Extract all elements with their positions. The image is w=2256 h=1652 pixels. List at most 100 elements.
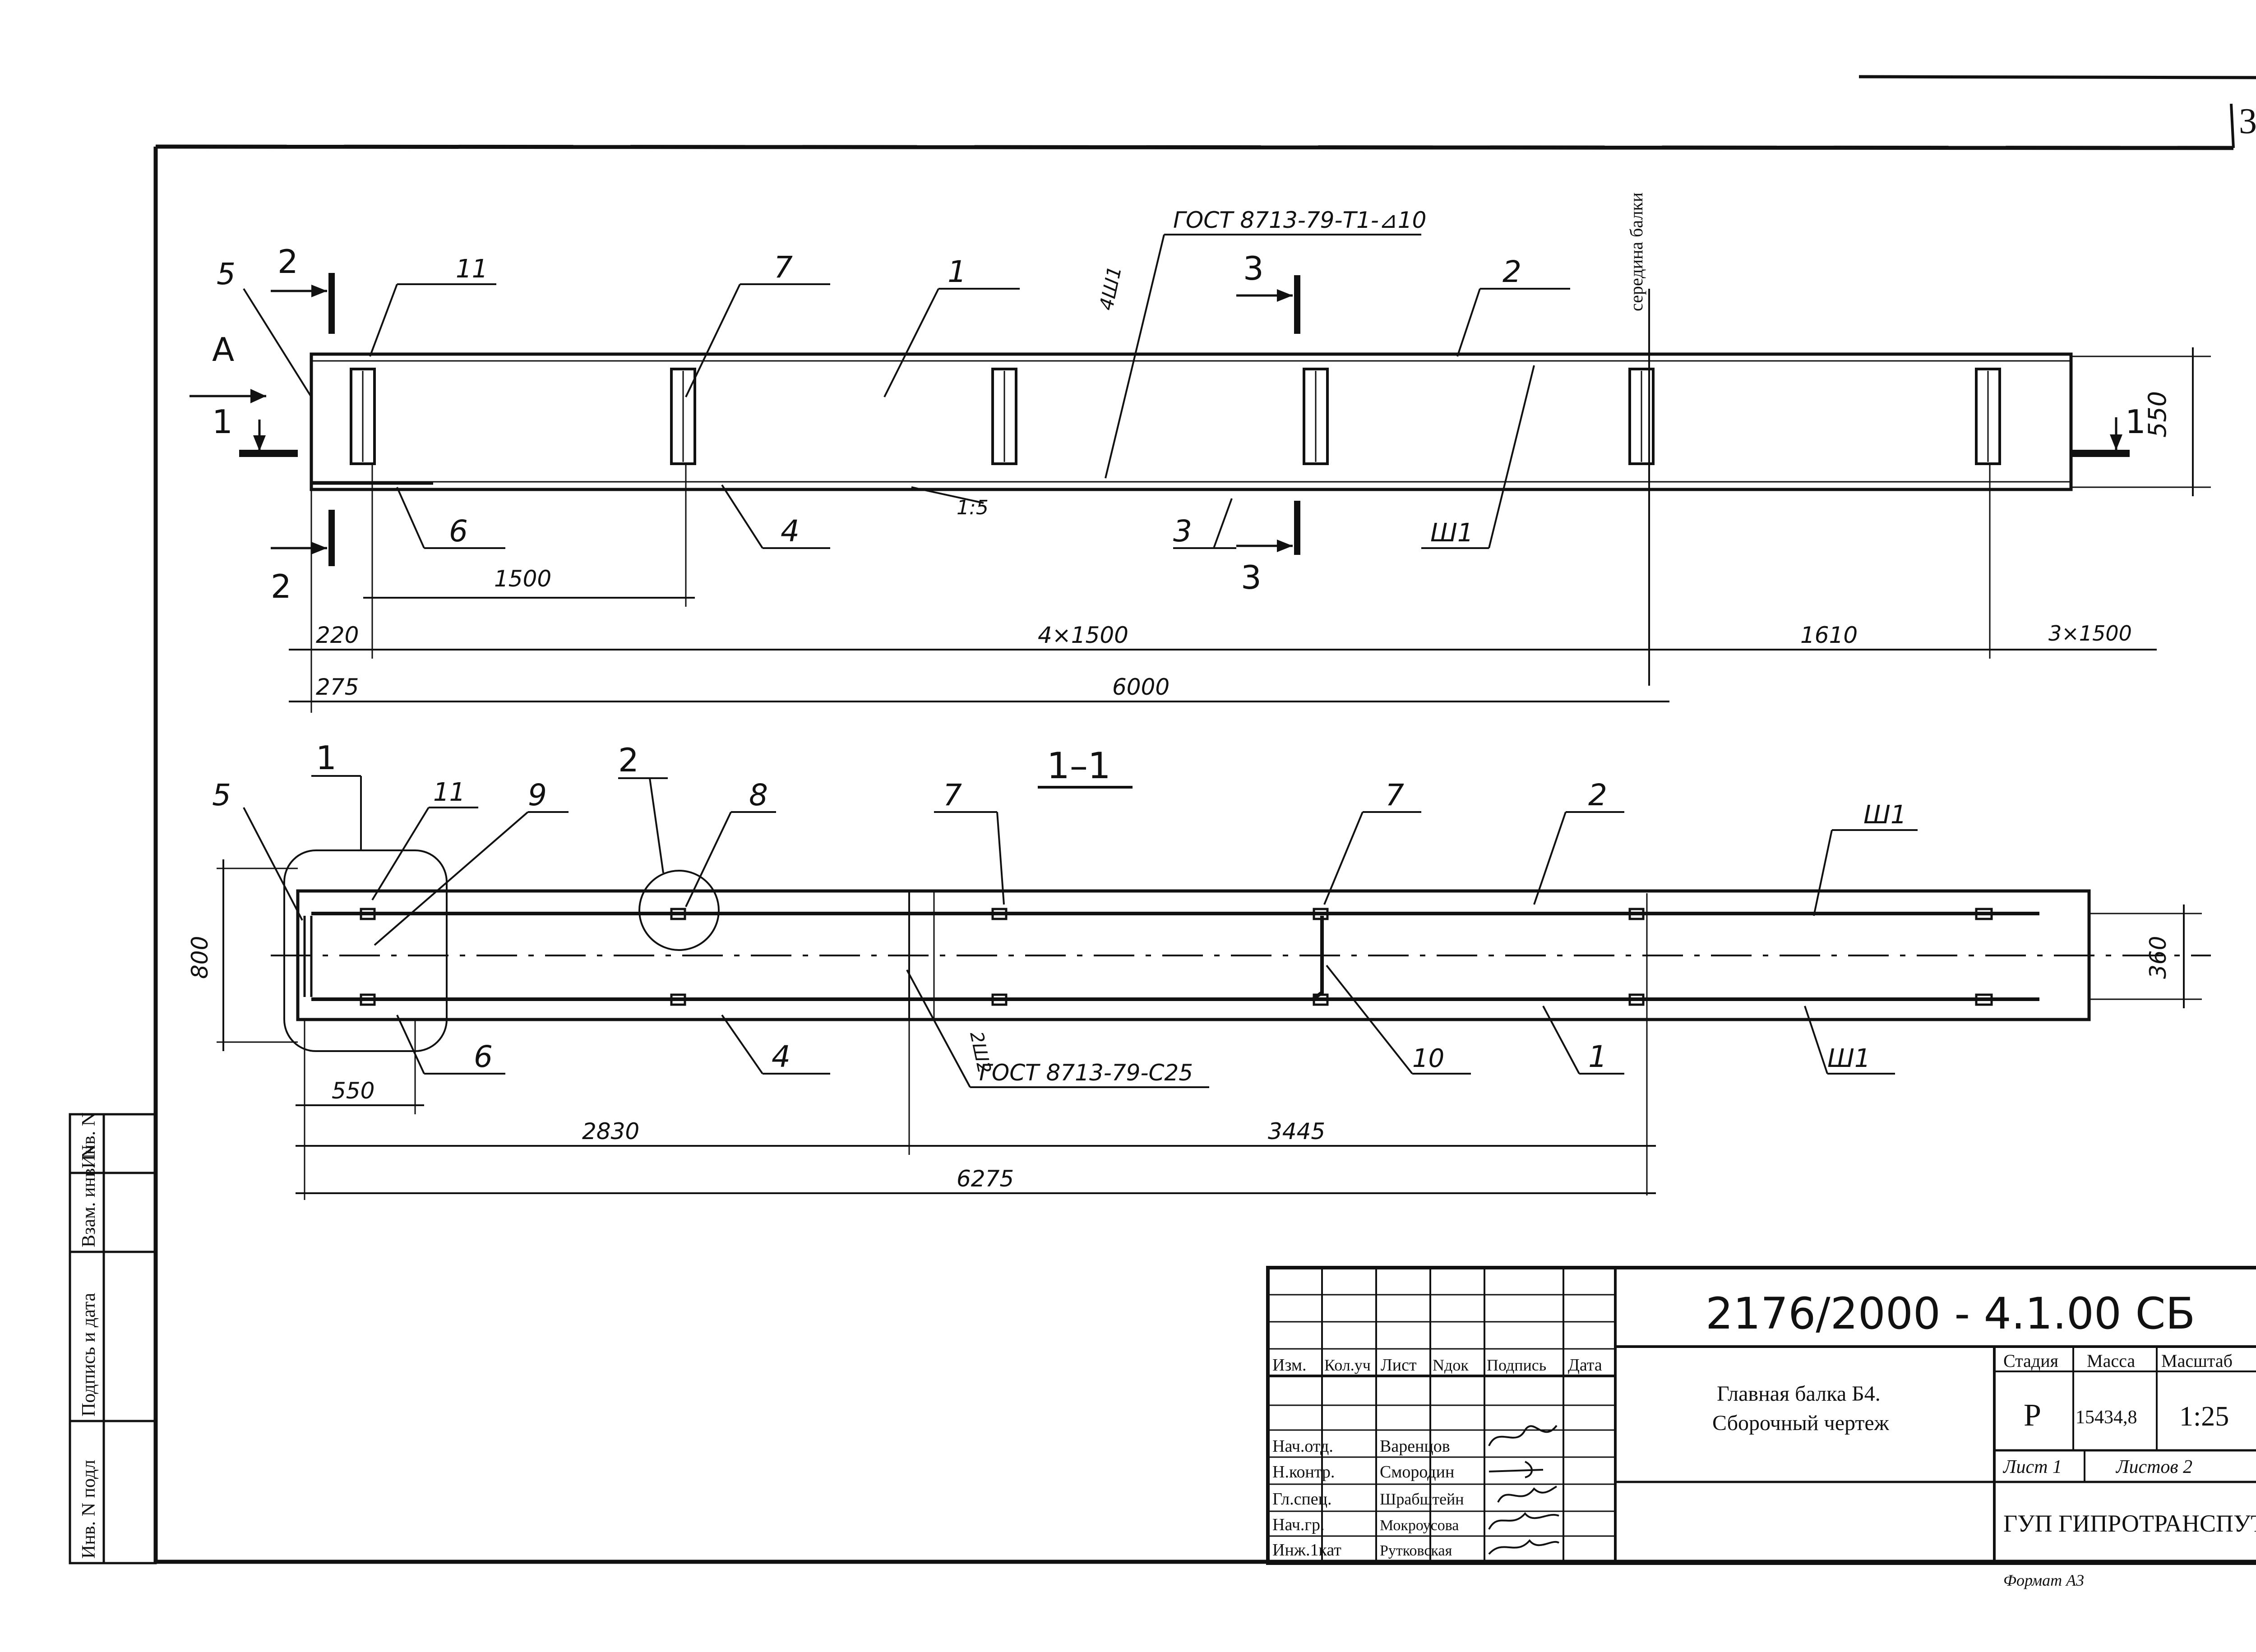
tb-role-4: Инж.1кат xyxy=(1272,1541,1341,1560)
top-leader-1: 1 xyxy=(948,254,966,289)
slope-label: 1:5 xyxy=(957,496,989,519)
top-leader-7: 7 xyxy=(774,250,793,285)
section-1-mark-right: 1 xyxy=(2125,403,2146,441)
top-leader-5: 5 xyxy=(217,257,236,291)
sec-leader-10: 10 xyxy=(1412,1044,1444,1073)
section-weld-mark: 2Ш2 xyxy=(966,1030,994,1075)
sec-leader-8: 8 xyxy=(749,778,768,812)
tb-header-podpis: Подпись xyxy=(1487,1356,1546,1374)
tb-scale-header: Масштаб xyxy=(2161,1351,2233,1371)
signatures xyxy=(1488,1425,1560,1555)
section-title: 1–1 xyxy=(1047,745,1111,787)
tb-title-line2: Сборочный чертеж xyxy=(1712,1411,1890,1435)
tb-mass-header: Масса xyxy=(2087,1351,2135,1371)
sec-leader-6: 6 xyxy=(474,1039,493,1074)
dim-1610: 1610 xyxy=(1800,622,1858,648)
tb-role-3: Нач.гр. xyxy=(1272,1515,1324,1534)
top-view-dimensions xyxy=(289,347,2211,713)
stiffener xyxy=(670,368,696,465)
title-block-grid xyxy=(1266,1266,2256,1565)
drawing-code: 2176/2000 - 4.1.00 СБ xyxy=(1706,1288,2195,1339)
sheet-corner-number: 3 xyxy=(2239,102,2256,141)
tb-mass-value: 15434,8 xyxy=(2076,1407,2137,1428)
stamp-inv-podl: Инв. N подл xyxy=(79,1460,99,1559)
tb-name-4: Рутковская xyxy=(1380,1542,1452,1559)
tb-header-kolych: Кол.уч xyxy=(1324,1356,1371,1374)
section-leaders xyxy=(243,775,1918,1075)
top-weld-note: ГОСТ 8713-79-Т1-⊿10 xyxy=(1173,207,1426,233)
section-3-mark-bottom: 3 xyxy=(1241,558,1262,596)
dim-275: 275 xyxy=(316,674,359,700)
tb-name-0: Варенцов xyxy=(1380,1437,1450,1456)
dim-4x1500: 4×1500 xyxy=(1038,622,1128,648)
tb-header-izm: Изм. xyxy=(1272,1356,1306,1375)
tb-title-line1: Главная балка Б4. xyxy=(1717,1382,1881,1406)
dim-2830: 2830 xyxy=(582,1118,639,1144)
tb-role-2: Гл.спец. xyxy=(1272,1490,1331,1509)
tb-name-3: Мокроусова xyxy=(1380,1517,1459,1534)
top-weld-mark: 4Ш1 xyxy=(1095,264,1126,312)
sec-leader-4: 4 xyxy=(772,1039,791,1074)
stiffener xyxy=(350,368,376,465)
sec-leader-1: 1 xyxy=(1588,1039,1607,1074)
dim-550-section: 550 xyxy=(332,1078,374,1104)
sec-leader-2-zone: 2 xyxy=(618,741,639,779)
top-leader-4: 4 xyxy=(781,514,800,549)
tb-organization: ГУП ГИПРОТРАНСПУТЬ xyxy=(2003,1510,2256,1537)
tb-stage-value: Р xyxy=(2024,1398,2041,1433)
tb-scale-value: 1:25 xyxy=(2179,1401,2229,1432)
stiffener xyxy=(1975,368,2001,465)
side-stamp xyxy=(69,1113,157,1564)
tb-name-2: Шрабштейн xyxy=(1380,1490,1464,1508)
stamp-sign-date: Подпись и дата xyxy=(79,1292,99,1417)
dim-3445: 3445 xyxy=(1268,1118,1325,1144)
beam-middle-label: середина балки xyxy=(1626,193,1646,311)
sec-leader-11: 11 xyxy=(433,778,465,807)
section-dimensions xyxy=(217,859,2202,1200)
top-leader-6: 6 xyxy=(449,514,468,549)
sec-leader-9: 9 xyxy=(528,778,547,812)
sec-leader-1-zone: 1 xyxy=(316,739,337,777)
beam-top-view xyxy=(310,289,2073,686)
view-a-label: А xyxy=(212,331,234,369)
top-leader-2: 2 xyxy=(1502,254,1521,289)
tb-header-data: Дата xyxy=(1568,1356,1602,1375)
section-2-mark-top: 2 xyxy=(277,243,298,281)
top-view-leaders xyxy=(243,283,1570,549)
sec-leader-5: 5 xyxy=(212,778,231,812)
section-1-mark-left: 1 xyxy=(212,403,233,441)
beam-section-view xyxy=(271,849,2211,1195)
tb-stage-header: Стадия xyxy=(2003,1351,2058,1371)
sec-leader-7b: 7 xyxy=(1385,778,1404,812)
section-3-mark-top: 3 xyxy=(1243,249,1264,287)
sec-leader-7a: 7 xyxy=(943,778,962,812)
section-2-mark-bottom: 2 xyxy=(271,568,291,605)
dim-360: 360 xyxy=(2145,936,2171,979)
sheet-frame xyxy=(153,75,2256,1564)
dim-800: 800 xyxy=(187,936,213,979)
stamp-inv: Инв. N xyxy=(79,1112,99,1168)
tb-sheet: Лист 1 xyxy=(2002,1457,2062,1477)
dim-550-top: 550 xyxy=(2143,391,2172,438)
top-leader-11: 11 xyxy=(456,254,488,284)
stiffener xyxy=(1303,368,1329,465)
stiffener xyxy=(991,368,1017,465)
dim-6275: 6275 xyxy=(957,1166,1014,1192)
tb-role-1: Н.контр. xyxy=(1272,1463,1335,1481)
dim-1500: 1500 xyxy=(494,566,551,592)
sec-leader-w1a: Ш1 xyxy=(1863,800,1907,830)
tb-name-1: Смородин xyxy=(1380,1463,1454,1481)
dim-220: 220 xyxy=(316,622,359,648)
tb-sheets: Листов 2 xyxy=(2115,1457,2192,1477)
sec-leader-2: 2 xyxy=(1588,778,1607,812)
dim-6000: 6000 xyxy=(1112,674,1170,700)
tb-header-ndok: Nдок xyxy=(1433,1356,1469,1374)
stamp-vzam-inv: Взам. инв. N xyxy=(79,1145,99,1247)
section-weld-note: ГОСТ 8713-79-С25 xyxy=(979,1060,1193,1086)
top-leader-3: 3 xyxy=(1173,514,1192,549)
top-leader-w1: Ш1 xyxy=(1430,518,1474,548)
sec-leader-w1b: Ш1 xyxy=(1827,1044,1871,1073)
stiffener xyxy=(1628,368,1655,465)
tb-format: Формат А3 xyxy=(2003,1571,2084,1589)
